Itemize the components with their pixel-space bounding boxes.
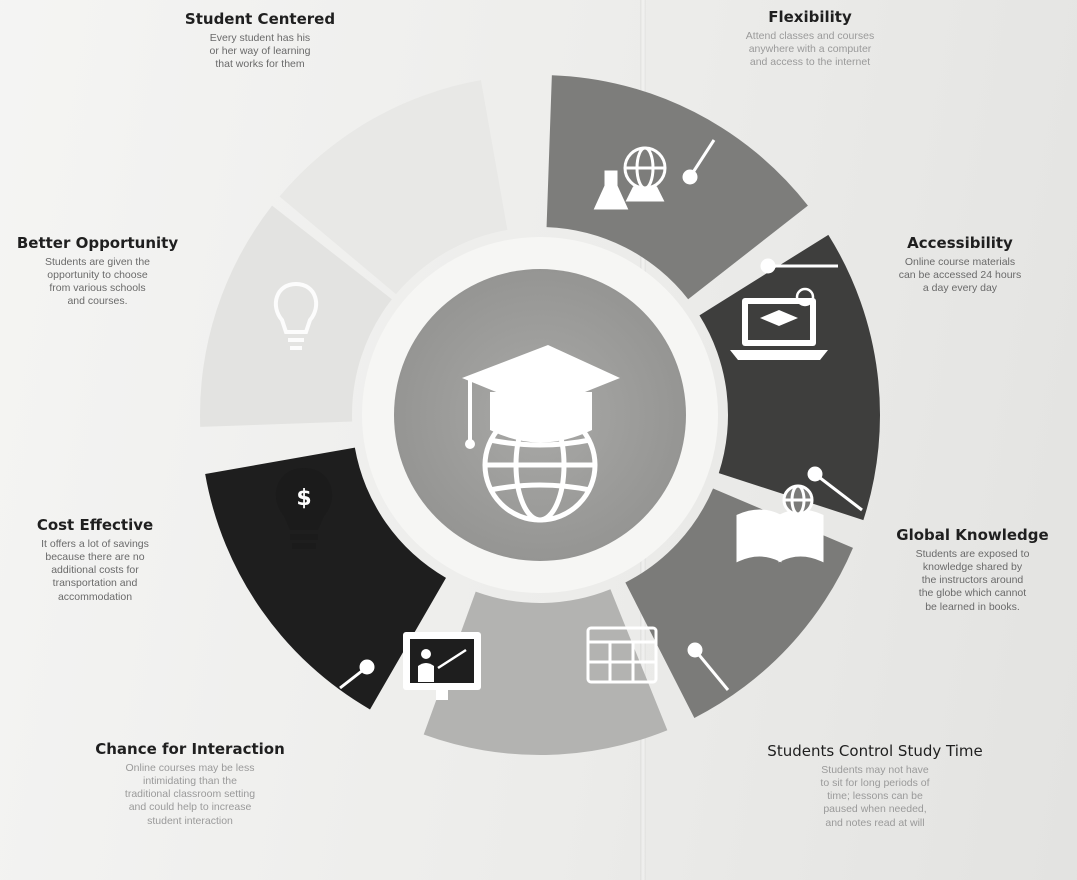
globe-flask-icon xyxy=(593,146,667,210)
label-cost-effective: Cost Effective It offers a lot of saving… xyxy=(0,516,190,604)
label-student-centered: Student Centered Every student has his o… xyxy=(155,10,365,71)
better-opportunity-desc: Students are given the opportunity to ch… xyxy=(44,256,151,308)
laptop-graduate-icon xyxy=(730,287,828,360)
global-knowledge-desc: Students are exposed to knowledge shared… xyxy=(915,548,1030,613)
segment-chance-for-interaction xyxy=(205,447,446,710)
cost-effective-desc: It offers a lot of savings because there… xyxy=(41,538,149,603)
calendar-icon xyxy=(586,626,658,684)
students-control-study-time-title: Students Control Study Time xyxy=(767,742,983,760)
graduation-cap-globe-icon xyxy=(462,345,620,523)
accessibility-title: Accessibility xyxy=(907,234,1013,252)
global-knowledge-title: Global Knowledge xyxy=(896,526,1049,544)
student-centered-title: Student Centered xyxy=(184,10,336,28)
label-accessibility: Accessibility Online course materials ca… xyxy=(860,234,1060,295)
student-centered-desc: Every student has his or her way of lear… xyxy=(209,32,311,71)
wheel-segments xyxy=(200,75,881,755)
book-globe-icon xyxy=(736,484,824,563)
flexibility-desc: Attend classes and courses anywhere with… xyxy=(745,30,875,69)
segment-better-opportunity xyxy=(279,80,508,295)
label-students-control-study-time: Students Control Study Time Students may… xyxy=(765,742,985,830)
segment-accessibility xyxy=(699,234,881,521)
label-chance-for-interaction: Chance for Interaction Online courses ma… xyxy=(70,740,310,828)
svg-text:$: $ xyxy=(296,486,311,511)
students-control-study-time-desc: Students may not have to sit for long pe… xyxy=(820,764,930,829)
flexibility-title: Flexibility xyxy=(768,8,852,26)
label-flexibility: Flexibility Attend classes and courses a… xyxy=(680,8,940,69)
segment-students-control-study-time xyxy=(423,589,668,755)
chance-for-interaction-desc: Online courses may be less intimidating … xyxy=(124,762,256,827)
label-better-opportunity: Better Opportunity Students are given th… xyxy=(0,234,195,309)
cost-effective-title: Cost Effective xyxy=(36,516,154,534)
better-opportunity-title: Better Opportunity xyxy=(16,234,179,252)
connector-pins xyxy=(339,139,863,691)
accessibility-desc: Online course materials can be accessed … xyxy=(898,256,1022,295)
segment-flexibility xyxy=(546,75,808,300)
label-global-knowledge: Global Knowledge Students are exposed to… xyxy=(870,526,1075,614)
segment-cost-effective xyxy=(200,205,392,427)
lightbulb-icon xyxy=(273,281,319,350)
chance-for-interaction-title: Chance for Interaction xyxy=(95,740,285,758)
dollar-bulb-icon: $ xyxy=(275,468,333,549)
online-teacher-icon xyxy=(403,632,481,700)
